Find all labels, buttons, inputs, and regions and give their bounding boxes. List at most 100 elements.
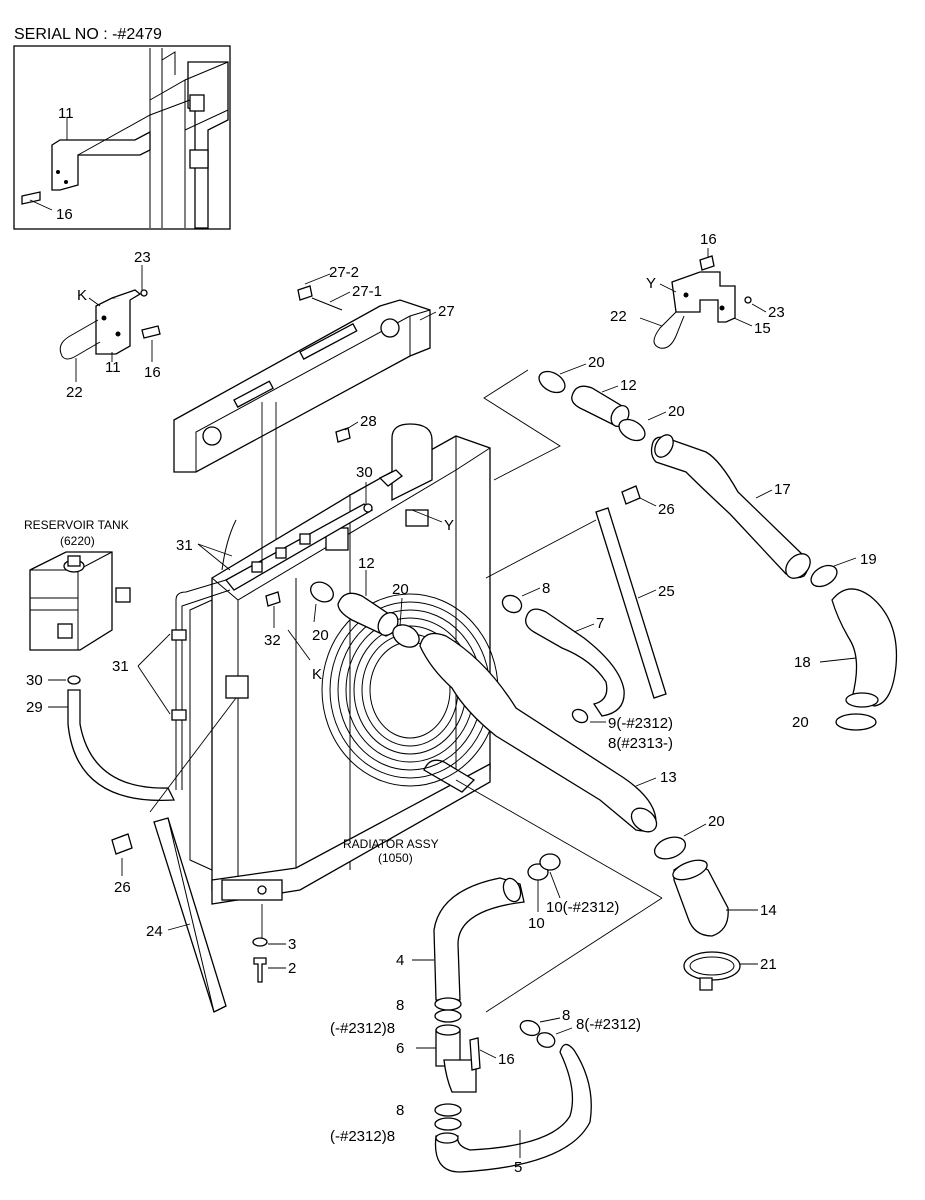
stay-25 (595, 507, 667, 699)
clamp-9 (571, 708, 589, 724)
part-label-12-a: 12 (620, 377, 637, 394)
part-label-32: 32 (264, 632, 281, 649)
part-label-14: 14 (760, 902, 777, 919)
part-label-27: 27 (438, 303, 455, 320)
part-label-16-k: 16 (144, 364, 161, 381)
part-label-25: 25 (658, 583, 675, 600)
clamp-20-b (618, 418, 646, 442)
part-label-20-b: 20 (668, 403, 685, 420)
part-label-8-g: 8 (396, 1102, 404, 1119)
reservoir-tank-title: RESERVOIR TANK (24, 518, 129, 532)
washer-30 (67, 675, 81, 685)
part-label-11-inset: 11 (58, 105, 74, 122)
part-label-12-b: 12 (358, 555, 375, 572)
part-label-23-y: 23 (768, 304, 785, 321)
part-label-8-b: 8(#2313-) (608, 735, 673, 752)
part-label-8-c: 8 (396, 997, 404, 1014)
part-label-30-top: 30 (356, 464, 373, 481)
part-label-31-mid: 31 (112, 658, 129, 675)
part-label-24: 24 (146, 923, 163, 940)
part-label-30-left: 30 (26, 672, 43, 689)
part-label-20-e: 20 (312, 627, 329, 644)
part-label-16-bottom: 16 (498, 1051, 515, 1068)
part-label-26-left: 26 (114, 879, 131, 896)
part-label-28: 28 (360, 413, 377, 430)
part-label-7: 7 (596, 615, 604, 632)
part-label-18: 18 (794, 654, 811, 671)
part-label-29: 29 (26, 699, 43, 716)
clamp-20-a (538, 370, 566, 394)
hose-17 (650, 436, 809, 579)
clamp-20-f (653, 836, 687, 860)
clamp-8-c (434, 997, 462, 1011)
part-label-6: 6 (396, 1040, 404, 1057)
part-label-19: 19 (860, 551, 877, 568)
part-label-11-k: 11 (105, 359, 121, 376)
rail-clamps-31 (225, 427, 374, 607)
clamp-8-f (536, 1032, 556, 1048)
part-label-21: 21 (760, 956, 777, 973)
bolt-2 (253, 957, 267, 983)
serial-number-label: SERIAL NO : -#2479 (14, 26, 162, 43)
part-label-k-bracket: K (77, 287, 87, 304)
part-label-22-k: 22 (66, 384, 83, 401)
part-label-20-c: 20 (792, 714, 809, 731)
part-label-20-f: 20 (708, 813, 725, 830)
part-label-17: 17 (774, 481, 791, 498)
part-label-8-e: 8 (562, 1007, 570, 1024)
hose-29 (67, 689, 176, 802)
bracket-y (653, 255, 752, 349)
clamp-19 (810, 564, 838, 588)
clamp-8-e (519, 1019, 541, 1037)
hose-7 (525, 608, 625, 717)
clamp-8-d (434, 1009, 462, 1023)
part-label-22-y: 22 (610, 308, 627, 325)
part-label-16-y: 16 (700, 231, 717, 248)
radiator-assy-code: (1050) (378, 851, 413, 865)
clamp-8-a (501, 594, 523, 614)
part-label-26-top: 26 (658, 501, 675, 518)
bracket-k (59, 289, 161, 360)
part-label-k-radiator: K (312, 666, 322, 683)
part-label-15-y: 15 (754, 320, 771, 337)
clamp-8-h (434, 1117, 462, 1131)
clamp-20-c (835, 713, 877, 731)
clamp-10-b (539, 853, 561, 871)
part-label-27-2: 27-2 (329, 264, 359, 281)
part-label-10-a: 10 (528, 915, 545, 932)
inset-frame-drawing (21, 48, 229, 229)
part-label-10-b: 10(-#2312) (546, 899, 619, 916)
reservoir-tank (29, 551, 131, 651)
part-label-9: 9(-#2312) (608, 715, 673, 732)
serial-inset-frame (13, 45, 231, 230)
part-label-31-top: 31 (176, 537, 193, 554)
tube-31 (175, 579, 231, 790)
clamp-21 (683, 951, 741, 981)
top-cover-27 (173, 285, 431, 473)
washer-3 (252, 937, 268, 947)
part-label-8-f: 8(-#2312) (576, 1016, 641, 1033)
clamp-8-g (434, 1103, 462, 1117)
hose-4 (433, 877, 525, 1001)
radiator-assy-title: RADIATOR ASSY (343, 837, 439, 851)
part-label-8-d: (-#2312)8 (330, 1020, 395, 1037)
reservoir-tank-code: (6220) (60, 534, 95, 548)
part-label-2: 2 (288, 960, 296, 977)
hose-18 (831, 588, 898, 707)
part-label-20-d: 20 (392, 581, 409, 598)
part-label-20-a: 20 (588, 354, 605, 371)
part-label-3: 3 (288, 936, 296, 953)
part-label-8-a: 8 (542, 580, 550, 597)
clamp-20-e (310, 581, 334, 603)
part-label-y-radiator: Y (444, 517, 454, 534)
clamp-20-d (392, 624, 420, 648)
hose-5 (434, 1043, 592, 1173)
part-label-27-1: 27-1 (352, 283, 382, 300)
part-label-y-bracket: Y (646, 275, 656, 292)
part-label-5: 5 (514, 1159, 522, 1176)
part-label-23-k: 23 (134, 249, 151, 266)
part-label-4: 4 (396, 952, 404, 969)
part-label-13: 13 (660, 769, 677, 786)
part-label-16-inset: 16 (56, 206, 73, 223)
